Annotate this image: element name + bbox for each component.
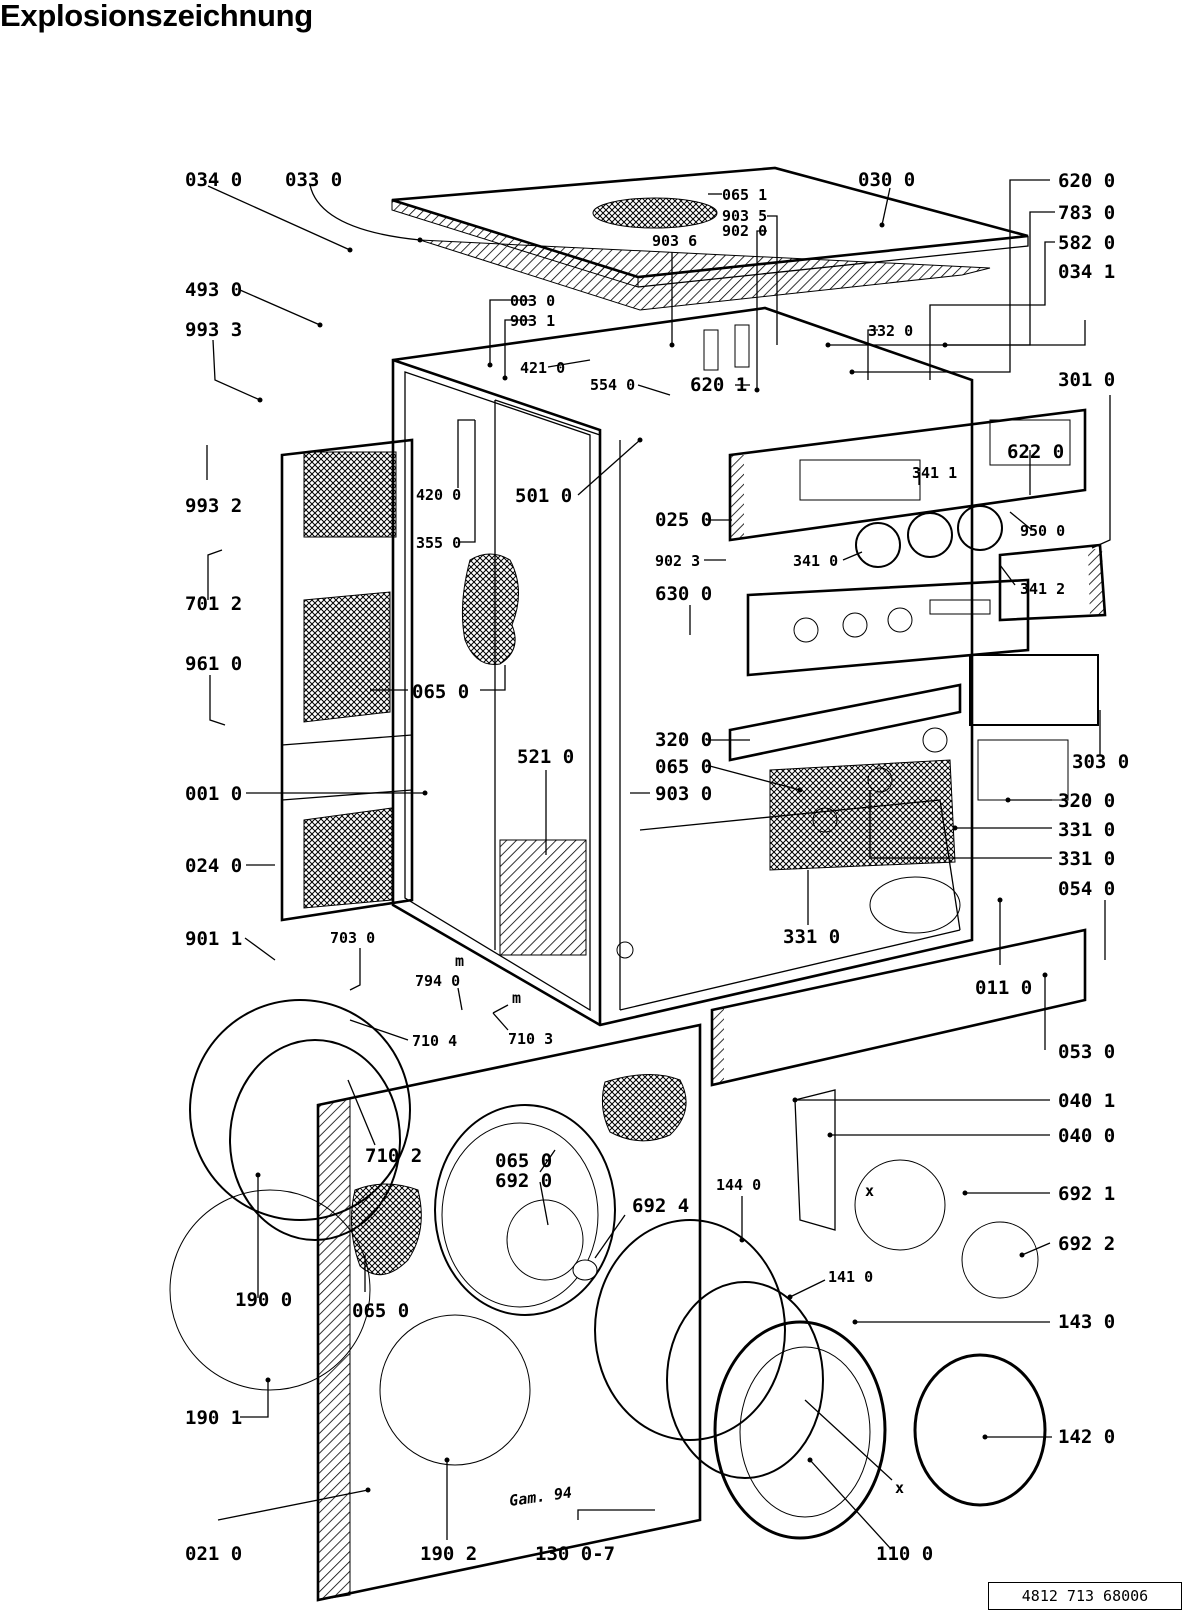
- cabinet-frame: [391, 306, 974, 1027]
- part-label: 025 0: [655, 509, 712, 531]
- signature-text: Gam. 94: [508, 1483, 573, 1510]
- part-label: 692 2: [1058, 1233, 1115, 1255]
- part-label: 501 0: [515, 485, 572, 507]
- part-label: 554 0: [590, 376, 635, 394]
- part-label: 692 4: [632, 1195, 689, 1217]
- part-label: 521 0: [517, 746, 574, 768]
- part-labels: 034 0 033 0 030 0 620 0 783 0 582 0 034 …: [185, 169, 1129, 1565]
- part-label: 040 1: [1058, 1090, 1115, 1112]
- part-label: 190 1: [185, 1407, 242, 1429]
- part-label: 303 0: [1072, 751, 1129, 773]
- front-panel-and-door: [169, 999, 1047, 1602]
- part-label: 034 1: [1058, 261, 1115, 283]
- part-label: 710 2: [365, 1145, 422, 1167]
- part-label: 065 0: [412, 681, 469, 703]
- part-label: 143 0: [1058, 1311, 1115, 1333]
- part-label: 320 0: [1058, 790, 1115, 812]
- part-label: 331 0: [783, 926, 840, 948]
- part-label: 331 0: [1058, 819, 1115, 841]
- part-label: 993 2: [185, 495, 242, 517]
- part-label: 065 1: [722, 186, 767, 204]
- part-label: 331 0: [1058, 848, 1115, 870]
- part-label: 110 0: [876, 1543, 933, 1565]
- part-label: 142 0: [1058, 1426, 1115, 1448]
- part-label: 144 0: [716, 1176, 761, 1194]
- part-label: 065 0: [655, 756, 712, 778]
- part-label: 692 0: [495, 1170, 552, 1192]
- part-label: 620 1: [690, 374, 747, 396]
- part-label: 341 1: [912, 464, 957, 482]
- part-label: m: [512, 989, 521, 1007]
- part-label: 622 0: [1007, 441, 1064, 463]
- leader-lines: [206, 179, 1111, 1549]
- part-label: x: [895, 1479, 904, 1497]
- part-label: 701 2: [185, 593, 242, 615]
- part-label: 065 0: [495, 1150, 552, 1172]
- part-label: 582 0: [1058, 232, 1115, 254]
- top-cover: [391, 166, 1029, 311]
- leader-dots: [255, 222, 1048, 1493]
- part-label: 961 0: [185, 653, 242, 675]
- part-label: 902 0: [722, 222, 767, 240]
- part-label: 003 0: [510, 292, 555, 310]
- part-label: 341 2: [1020, 580, 1065, 598]
- part-label: 420 0: [416, 486, 461, 504]
- part-label: 710 3: [508, 1030, 553, 1048]
- part-label: m: [455, 952, 464, 970]
- part-label: 065 0: [352, 1300, 409, 1322]
- part-label: 332 0: [868, 322, 913, 340]
- part-label: 301 0: [1058, 369, 1115, 391]
- part-label: 130 0-7: [535, 1543, 615, 1565]
- part-label: 903 6: [652, 232, 697, 250]
- part-label: 355 0: [416, 534, 461, 552]
- part-label: 030 0: [858, 169, 915, 191]
- part-label: 903 5: [722, 207, 767, 225]
- part-label: 190 0: [235, 1289, 292, 1311]
- drawing-number-stamp: 4812 713 68006: [988, 1582, 1182, 1610]
- page-title: Explosionszeichnung: [0, 0, 313, 33]
- part-label: 903 1: [510, 312, 555, 330]
- part-label: 021 0: [185, 1543, 242, 1565]
- part-label: x: [865, 1182, 874, 1200]
- part-label: 620 0: [1058, 170, 1115, 192]
- part-label: 421 0: [520, 359, 565, 377]
- part-label: 034 0: [185, 169, 242, 191]
- part-label: 903 0: [655, 783, 712, 805]
- part-label: 001 0: [185, 783, 242, 805]
- part-label: 054 0: [1058, 878, 1115, 900]
- part-label: 950 0: [1020, 522, 1065, 540]
- part-label: 993 3: [185, 319, 242, 341]
- part-label: 320 0: [655, 729, 712, 751]
- part-label: 692 1: [1058, 1183, 1115, 1205]
- part-label: 783 0: [1058, 202, 1115, 224]
- left-side-panel: [280, 438, 414, 922]
- part-label: 190 2: [420, 1543, 477, 1565]
- part-label: 902 3: [655, 552, 700, 570]
- part-label: 630 0: [655, 583, 712, 605]
- part-label: 901 1: [185, 928, 242, 950]
- part-label: 141 0: [828, 1268, 873, 1286]
- part-label: 053 0: [1058, 1041, 1115, 1063]
- part-label: 024 0: [185, 855, 242, 877]
- part-label: 493 0: [185, 279, 242, 301]
- part-label: 033 0: [285, 169, 342, 191]
- part-label: 341 0: [793, 552, 838, 570]
- control-panel-parts: [710, 408, 1107, 1087]
- part-label: 703 0: [330, 929, 375, 947]
- part-label: 794 0: [415, 972, 460, 990]
- part-label: 040 0: [1058, 1125, 1115, 1147]
- part-label: 011 0: [975, 977, 1032, 999]
- part-label: 710 4: [412, 1032, 457, 1050]
